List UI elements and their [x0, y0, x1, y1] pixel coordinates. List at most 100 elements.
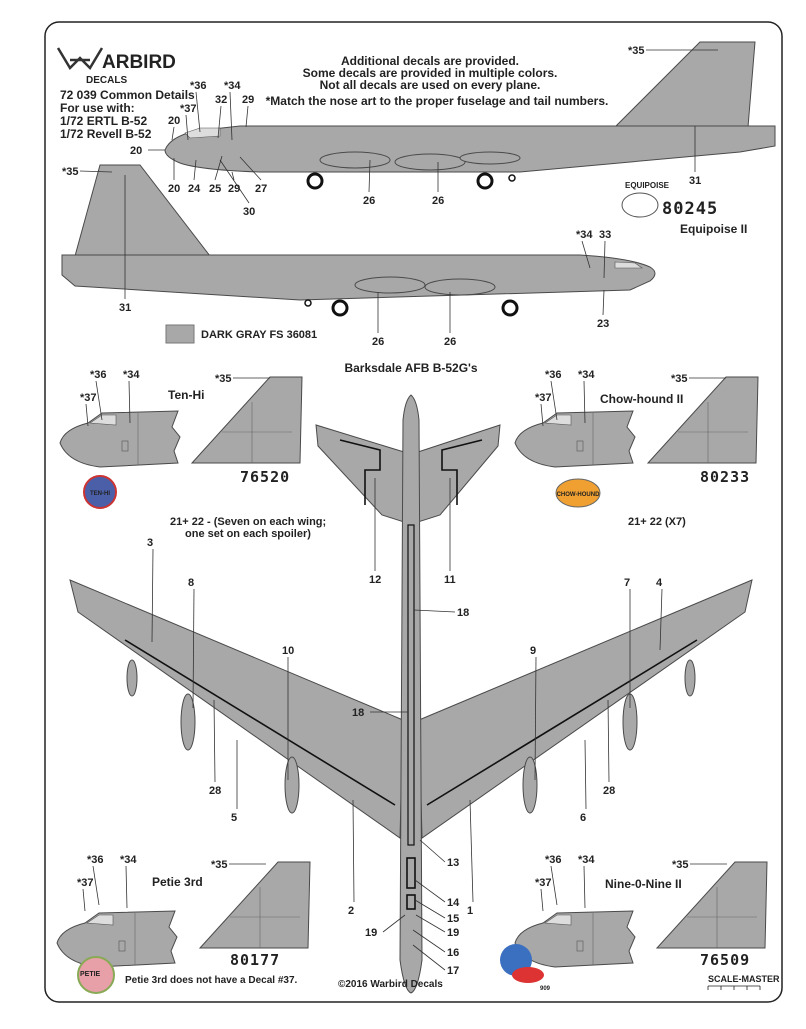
copyright: ©2016 Warbird Decals: [338, 979, 443, 990]
callout-number: 26: [432, 195, 444, 207]
callout-number: 19: [447, 927, 459, 939]
section-title: Barksdale AFB B-52G's: [344, 361, 477, 375]
leader-line: [217, 105, 222, 139]
notes: Additional decals are provided. Some dec…: [266, 54, 609, 108]
tail-number: 80177: [230, 951, 280, 969]
leader-line: [469, 799, 474, 903]
sheet-info-line: 1/72 Revell B-52: [60, 127, 152, 141]
callout-number: *37: [180, 103, 197, 115]
nose-art-title: EQUIPOISE: [625, 181, 670, 190]
tail-number: 80245: [662, 199, 718, 219]
leader-line: [412, 929, 446, 953]
aircraft-name: Chow-hound II: [600, 392, 683, 406]
scale-master-text: SCALE-MASTER: [708, 974, 780, 984]
callout-number: 25: [209, 183, 221, 195]
wing-note-left: one set on each spoiler): [185, 528, 311, 540]
callout-number: 11: [444, 574, 456, 586]
callout-number: *37: [77, 877, 94, 889]
callout-number: *37: [535, 392, 552, 404]
callout-number: 30: [243, 206, 255, 218]
callout-number: 4: [656, 577, 663, 589]
callout-number: 9: [530, 645, 536, 657]
note-line: Some decals are provided in multiple col…: [303, 66, 558, 80]
leader-line: [213, 699, 216, 783]
callout-number: 18: [457, 607, 469, 619]
callout-number: *35: [62, 166, 79, 178]
patch-text: CHOW-HOUND: [557, 492, 601, 498]
callout-number: *35: [215, 373, 232, 385]
leader-line: [583, 380, 586, 424]
leader-line: [85, 403, 89, 427]
side-view-right-profile: [61, 164, 656, 317]
leader-line: [95, 380, 103, 421]
sheet-info-line: 72 039 Common Details: [60, 88, 195, 102]
leader-line: [540, 888, 544, 912]
callout-number: 7: [624, 577, 630, 589]
leader-line: [382, 914, 406, 933]
callout-number: *35: [211, 859, 228, 871]
wing-note-right: 21+ 22 (X7): [628, 516, 686, 528]
leader-line: [581, 240, 591, 269]
callout-number: 1: [467, 905, 473, 917]
leader-line: [540, 403, 544, 427]
leader-line: [534, 656, 537, 781]
callout-number: 18: [352, 707, 364, 719]
leader-line: [171, 126, 175, 141]
callout-number: *34: [123, 369, 140, 381]
leader-line: [92, 865, 100, 906]
scale-master-logo: SCALE-MASTER: [707, 974, 780, 990]
callout-number: *35: [671, 373, 688, 385]
leader-line: [82, 888, 86, 912]
callout-number: *34: [578, 369, 595, 381]
patch-text: PETIE: [80, 971, 101, 978]
callout-number: 10: [282, 645, 294, 657]
aircraft-name: Nine-0-Nine II: [605, 877, 682, 891]
wing-notes: 21+ 22 - (Seven on each wing; one set on…: [170, 516, 686, 540]
patch-text: TEN-HI: [90, 491, 110, 497]
callout-number: 31: [119, 302, 131, 314]
callout-number: 15: [447, 913, 459, 925]
callout-number: *35: [628, 45, 645, 57]
logo-subtext: DECALS: [86, 75, 127, 86]
callout-number: *37: [535, 877, 552, 889]
leader-line: [352, 799, 355, 903]
callout-number: 23: [597, 318, 609, 330]
callout-number: 29: [242, 94, 254, 106]
tail-number: 76509: [700, 951, 750, 969]
callout-number: 26: [444, 336, 456, 348]
leader-line: [151, 548, 154, 643]
callout-number: 26: [372, 336, 384, 348]
petie-note: Petie 3rd does not have a Decal #37.: [125, 975, 298, 986]
aircraft-panel-petie-3rd: Petie 3rd 80177 PETIE Petie 3rd does not…: [56, 861, 311, 994]
callout-number: 12: [369, 574, 381, 586]
callout-number: 8: [188, 577, 194, 589]
callout-number: *36: [545, 369, 562, 381]
callout-number: 27: [255, 183, 267, 195]
leader-line: [584, 739, 587, 810]
note-line: Additional decals are provided.: [341, 54, 519, 68]
aircraft-panel-nine-0-nine: Nine-0-Nine II 76509 909: [500, 861, 768, 992]
callout-number: 14: [447, 897, 460, 909]
callout-number: 33: [599, 229, 611, 241]
callout-number: *34: [120, 854, 137, 866]
callout-number: 19: [365, 927, 377, 939]
callout-number: 24: [188, 183, 201, 195]
leader-line: [419, 839, 446, 863]
leader-line: [195, 91, 201, 133]
logo-text: ARBIRD: [102, 52, 176, 73]
callout-number: *34: [224, 80, 241, 92]
warbird-logo: ARBIRD DECALS: [56, 47, 176, 86]
callout-number: *36: [87, 854, 104, 866]
leader-line: [231, 171, 235, 181]
top-view-plan: [69, 394, 753, 994]
leader-line: [414, 879, 446, 903]
callout-number: 31: [689, 175, 701, 187]
leader-line: [607, 699, 610, 783]
leader-line: [368, 159, 371, 193]
callout-number: 26: [363, 195, 375, 207]
callout-number: 3: [147, 537, 153, 549]
leader-line: [219, 159, 250, 204]
callout-number: 20: [168, 115, 180, 127]
callout-number: *36: [190, 80, 207, 92]
side-view-left-profile: [164, 41, 776, 190]
